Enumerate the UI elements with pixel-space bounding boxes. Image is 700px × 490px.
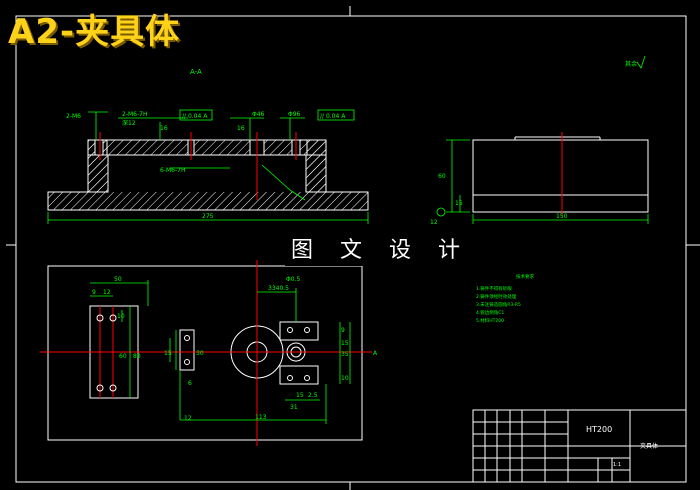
dim-2-5: 2.5 — [308, 392, 318, 399]
dim-3340: 3340.5 — [268, 285, 289, 292]
dim-80: 80 — [133, 353, 141, 360]
watermark-overlay: 图 文 设 计 — [285, 230, 476, 266]
dim-9-right: 9 — [341, 327, 345, 334]
tol-left: // 0.04 A — [182, 113, 208, 120]
tol-right: // 0.04 A — [320, 113, 346, 120]
dim-12-top: 12 — [103, 289, 111, 296]
dim-60-plan: 60 — [119, 353, 127, 360]
tech-line-1: 1.铸件不得有砂眼 — [476, 285, 512, 292]
title-block-scale: 1:1 — [613, 462, 621, 468]
callout-deep: 深12 — [122, 119, 136, 127]
dim-15: 15 — [455, 200, 463, 207]
tech-heading: 技术要求 — [516, 273, 534, 280]
title-block-name: 夹具体 — [640, 442, 658, 450]
page-title: A2-夹具体 — [8, 12, 181, 52]
dim-16b: 16 — [237, 125, 245, 132]
tech-requirements: 技术要求 1.铸件不得有砂眼 2.铸件须经时效处理 3.未注铸造圆角R3-R5 … — [476, 273, 534, 324]
drawing-border — [15, 15, 687, 483]
side-view: 60 15 12 150 其余 — [430, 55, 649, 226]
dim-30: 30 — [196, 350, 204, 357]
roughness-icon — [636, 55, 646, 69]
dim-15-right: 15 — [341, 340, 349, 347]
dim-12-bottom: 12 — [184, 415, 192, 422]
dim-9: 9 — [92, 289, 96, 296]
dim-6: 6 — [188, 380, 192, 387]
side-body — [472, 139, 649, 213]
callout-left: 2-M6 — [66, 113, 81, 120]
section-label: A-A — [190, 68, 202, 76]
dim-15-plan: 15 — [164, 350, 172, 357]
dim-50: 50 — [114, 276, 122, 283]
dim-150: 150 — [556, 213, 568, 220]
dim-10-right: 10 — [341, 375, 349, 382]
dim-60: 60 — [438, 173, 446, 180]
section-view: A-A 2-M6 2- — [47, 68, 369, 224]
dim-35: 35 — [341, 351, 349, 358]
dim-12: 12 — [430, 219, 438, 226]
dim-113: 113 — [255, 414, 267, 421]
dim-phi05: Φ0.5 — [286, 276, 300, 283]
frame-ticks — [6, 6, 700, 490]
plan-view: 50 9 12 3340.5 Φ0.5 10 60 80 15 30 6 12 … — [40, 260, 378, 446]
dim-15-b: 15 — [296, 392, 304, 399]
callout-thread: 2-M6-7H — [122, 111, 147, 118]
dim-16: 16 — [160, 125, 168, 132]
tech-line-5: 5.材料HT200 — [476, 317, 504, 324]
section-mark-a: A — [373, 350, 378, 357]
dim-phi96: Φ96 — [288, 111, 301, 118]
dim-31: 31 — [290, 404, 298, 411]
roughness-note: 其余 — [625, 60, 637, 68]
title-block-material: HT200 — [586, 425, 612, 434]
tech-line-3: 3.未注铸造圆角R3-R5 — [476, 301, 521, 308]
dim-275: 275 — [202, 213, 214, 220]
callout-bottom: 6-M6-7H — [160, 167, 185, 174]
dim-phi46: Φ46 — [252, 111, 265, 118]
title-block — [472, 409, 687, 483]
tech-line-2: 2.铸件须经时效处理 — [476, 293, 517, 300]
dim-10: 10 — [117, 313, 125, 320]
tech-line-4: 4.锐边倒角C1 — [476, 309, 504, 316]
plan-outline — [47, 265, 363, 441]
